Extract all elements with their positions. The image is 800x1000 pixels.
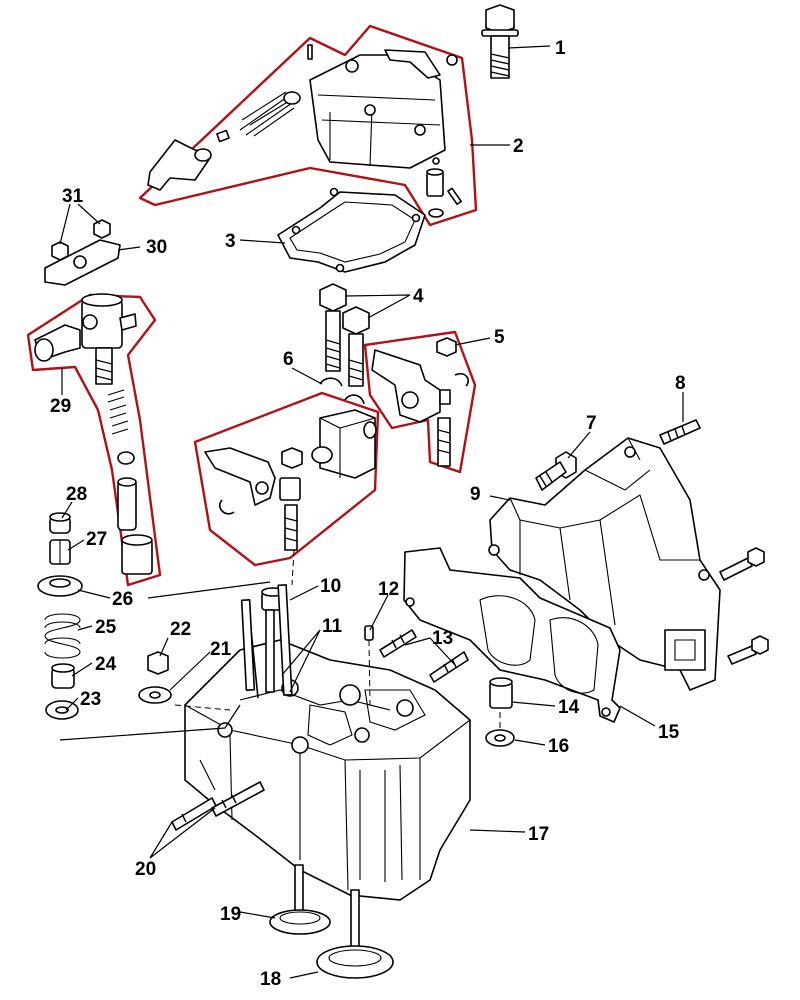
group-outline-2 <box>138 24 478 227</box>
part-19-valve <box>269 864 331 935</box>
part-6-rocker-support <box>204 377 377 551</box>
part-16-washer <box>485 729 515 747</box>
part-14-nut <box>489 677 513 709</box>
part-15-gasket <box>403 547 621 723</box>
part-2-rocker-cover <box>147 44 463 218</box>
part-9-manifold <box>488 437 721 691</box>
part-7-stud <box>535 451 577 491</box>
part-30-clamp <box>44 239 121 286</box>
part-28-cap <box>49 512 71 534</box>
part-23-washer <box>45 700 79 720</box>
part-22-nut <box>147 651 169 675</box>
callout-7: 7 <box>586 413 597 434</box>
callout-labels: 1 2 3 4 5 6 7 8 9 10 11 12 13 14 15 16 1… <box>50 38 686 990</box>
leader-lines <box>59 45 684 979</box>
callout-10: 10 <box>320 576 341 597</box>
part-18-valve <box>316 889 394 979</box>
callout-20: 20 <box>135 859 156 880</box>
part-1-bolt <box>481 4 519 79</box>
callout-31: 31 <box>62 186 84 207</box>
callout-14: 14 <box>558 697 580 718</box>
callout-11: 11 <box>322 616 343 637</box>
callout-3: 3 <box>225 231 236 252</box>
callout-23: 23 <box>80 689 101 710</box>
callout-16: 16 <box>548 736 569 757</box>
connect-line-26 <box>147 581 271 599</box>
part-29-injector <box>34 293 153 575</box>
part-25-spring <box>44 613 81 659</box>
part-21-washer <box>138 686 172 704</box>
callout-18: 18 <box>260 969 281 990</box>
callout-15: 15 <box>658 722 680 743</box>
callout-22: 22 <box>170 619 191 640</box>
part-13-studs <box>379 629 469 683</box>
callout-17: 17 <box>528 824 549 845</box>
part-12-pin <box>364 625 374 641</box>
group-outline-5 <box>363 330 477 474</box>
part-24-seal <box>51 663 75 689</box>
part-8-stud <box>659 419 701 445</box>
part-4-bolts <box>319 283 370 387</box>
callout-2: 2 <box>513 136 524 157</box>
callout-21: 21 <box>210 639 232 660</box>
callout-26: 26 <box>112 589 133 610</box>
part-27-collet <box>49 539 71 565</box>
callout-29: 29 <box>50 396 71 417</box>
part-3-gasket <box>277 187 426 273</box>
part-20-studs <box>171 781 265 831</box>
parts-10-11-pushrods <box>240 584 293 699</box>
callout-5: 5 <box>494 327 505 348</box>
callout-28: 28 <box>66 484 87 505</box>
part-26-retainer <box>37 575 83 597</box>
callout-27: 27 <box>86 529 107 550</box>
part-17-cylinder-head <box>184 639 471 901</box>
callout-8: 8 <box>675 373 686 394</box>
callout-1: 1 <box>555 38 566 59</box>
connect-dash-12 <box>368 639 371 706</box>
manifold-bolts <box>719 547 769 665</box>
callout-6: 6 <box>283 349 294 370</box>
connect-dash-6 <box>291 549 295 586</box>
callout-30: 30 <box>146 237 167 258</box>
callout-4: 4 <box>413 286 424 307</box>
callout-13: 13 <box>432 628 453 649</box>
group-outline-29 <box>26 293 162 587</box>
part-5-rocker-arm <box>371 337 470 467</box>
callout-19: 19 <box>220 904 241 925</box>
callout-9: 9 <box>470 484 481 505</box>
callout-12: 12 <box>378 579 399 600</box>
group-outline-6 <box>193 391 380 567</box>
connect-line-23 <box>59 704 241 741</box>
callout-24: 24 <box>95 654 117 675</box>
callout-25: 25 <box>95 617 117 638</box>
